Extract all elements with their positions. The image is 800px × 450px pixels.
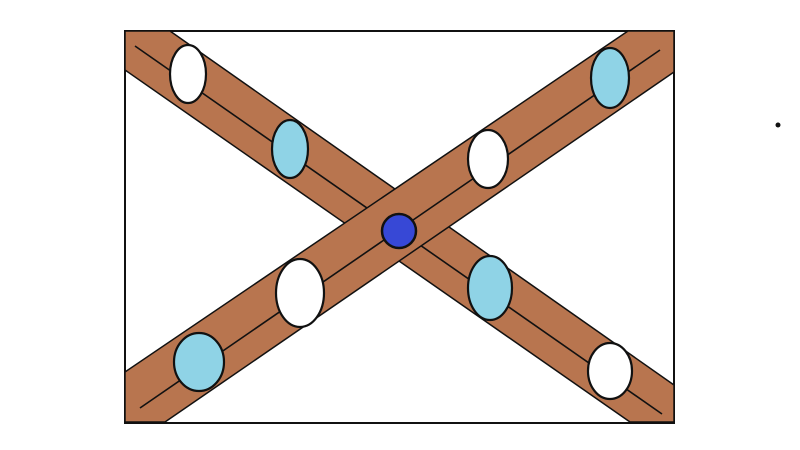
- bead-b1-light-blue: [172, 331, 226, 393]
- bead-a4-white: [586, 341, 634, 401]
- center-bead-blue: [380, 212, 418, 250]
- bead-b2-white: [274, 257, 326, 329]
- bead-a1-white: [168, 43, 208, 105]
- bead-b3-white: [466, 128, 510, 190]
- bead-a2-light-blue: [270, 118, 310, 180]
- stray-dot: [775, 122, 781, 128]
- bead-a3-light-blue: [466, 254, 514, 322]
- bead-b4-light-blue: [589, 46, 631, 110]
